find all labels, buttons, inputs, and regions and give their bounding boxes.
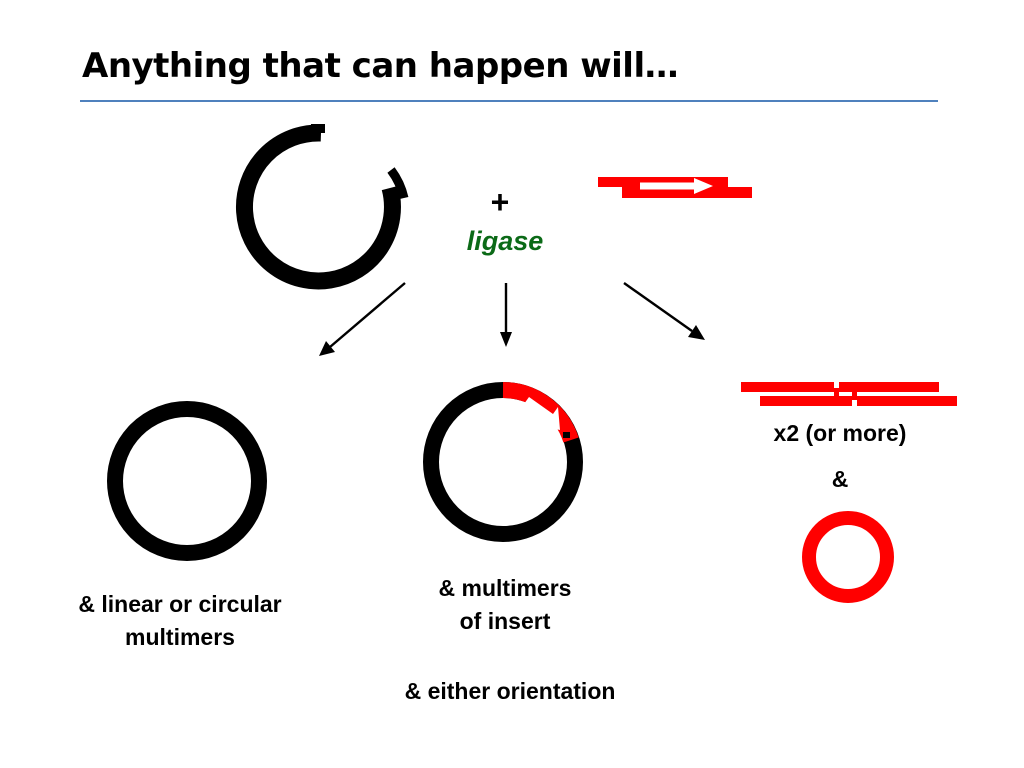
arrow-middle-head [500, 332, 512, 347]
slide-title: Anything that can happen will… [82, 46, 679, 86]
reaction-arrows [319, 282, 705, 356]
caption-insert-multimers-line2: of insert [459, 608, 551, 634]
concatemer-join-a [834, 388, 839, 396]
insert-strand-bottom [622, 187, 752, 198]
caption-linear-multimers-line2: multimers [125, 624, 235, 650]
concatemer-join-b [852, 392, 857, 400]
plus-sign: + [490, 184, 510, 220]
caption-orientation: & either orientation [404, 678, 616, 704]
caption-linear-multimers-line1: & linear or circular [78, 591, 282, 617]
arrow-right-head [688, 325, 705, 340]
insert-arrow-icon [640, 178, 713, 194]
vector-sticky-end-top [311, 124, 325, 133]
arrow-right [623, 282, 693, 332]
circularized-insert [802, 511, 894, 603]
plasmid-insert-arc [502, 382, 579, 443]
caption-insert-multimers-line1: & multimers [438, 575, 572, 601]
linear-vector [236, 124, 409, 290]
religated-vector-circle [107, 401, 267, 561]
vector-sticky-end-right [387, 167, 409, 200]
caption-insert-multimers: & multimers of insert [400, 572, 610, 638]
insert-fragment [598, 177, 752, 198]
arrow-left [329, 282, 406, 348]
vector-arc [236, 124, 401, 290]
plasmid-junction-notch [563, 432, 570, 438]
caption-ampersand: & [831, 466, 849, 492]
plasmid-insert-arrow-icon [524, 397, 560, 430]
concatemer-bottom-b [857, 396, 957, 406]
caption-linear-multimers: & linear or circular multimers [30, 588, 330, 654]
concatemer-top-b [839, 382, 939, 392]
arrow-left-head [319, 341, 335, 356]
concatemer-top-a [741, 382, 834, 392]
caption-x2: x2 (or more) [773, 420, 907, 446]
title-underline [80, 100, 938, 102]
insert-concatemer [741, 382, 957, 406]
insert-strand-top [598, 177, 728, 187]
recombinant-plasmid [423, 382, 583, 542]
concatemer-bottom-a [760, 396, 852, 406]
ligase-label: ligase [466, 226, 544, 256]
